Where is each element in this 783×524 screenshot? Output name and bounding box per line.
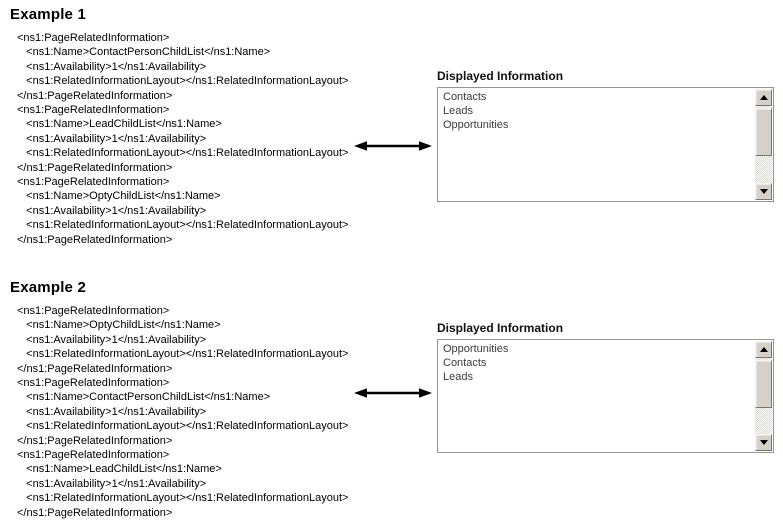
displayed-information-label: Displayed Information	[437, 69, 564, 83]
xml-line: <ns1:Availability>1</ns1:Availability>	[17, 405, 207, 418]
scroll-down-button[interactable]	[755, 434, 772, 451]
scroll-up-icon	[759, 95, 768, 100]
xml-line: <ns1:Availability>1</ns1:Availability>	[17, 333, 207, 346]
xml-line: <ns1:PageRelatedInformation>	[17, 449, 170, 462]
xml-line: <ns1:Availability>1</ns1:Availability>	[17, 204, 207, 217]
xml-line: <ns1:RelatedInformationLayout></ns1:Rela…	[17, 420, 349, 433]
example-1-title: Example 1	[10, 6, 87, 23]
xml-line: <ns1:Name>LeadChildList</ns1:Name>	[17, 118, 222, 131]
xml-line: <ns1:Name>OptyChildList</ns1:Name>	[17, 319, 221, 332]
xml-line: </ns1:PageRelatedInformation>	[17, 506, 173, 519]
xml-line: <ns1:Availability>1</ns1:Availability>	[17, 60, 207, 73]
xml-line: <ns1:Name>LeadChildList</ns1:Name>	[17, 463, 222, 476]
xml-code-block-1: <ns1:PageRelatedInformation> <ns1:Name>C…	[17, 31, 348, 247]
xml-line: </ns1:PageRelatedInformation>	[17, 434, 173, 447]
example-2-title: Example 2	[10, 279, 87, 296]
xml-line: <ns1:Name>OptyChildList</ns1:Name>	[17, 190, 221, 203]
xml-line: <ns1:PageRelatedInformation>	[17, 104, 170, 117]
scroll-up-button[interactable]	[755, 341, 772, 358]
xml-line: <ns1:Name>ContactPersonChildList</ns1:Na…	[17, 46, 271, 59]
scrollbar[interactable]	[755, 89, 772, 200]
xml-line: <ns1:Availability>1</ns1:Availability>	[17, 477, 207, 490]
xml-line: <ns1:RelatedInformationLayout></ns1:Rela…	[17, 75, 349, 88]
xml-line: <ns1:RelatedInformationLayout></ns1:Rela…	[17, 219, 349, 232]
xml-line: </ns1:PageRelatedInformation>	[17, 89, 173, 102]
scroll-thumb[interactable]	[755, 360, 772, 408]
list-item[interactable]: Contacts	[443, 357, 487, 370]
displayed-information-label: Displayed Information	[437, 321, 564, 335]
xml-line: <ns1:PageRelatedInformation>	[17, 176, 170, 189]
scroll-down-icon	[759, 440, 768, 445]
xml-line: </ns1:PageRelatedInformation>	[17, 233, 173, 246]
xml-line: </ns1:PageRelatedInformation>	[17, 362, 173, 375]
xml-line: <ns1:RelatedInformationLayout></ns1:Rela…	[17, 492, 349, 505]
xml-line: <ns1:RelatedInformationLayout></ns1:Rela…	[17, 147, 349, 160]
xml-line: <ns1:PageRelatedInformation>	[17, 377, 170, 390]
displayed-information-listbox[interactable]: Contacts Leads Opportunities	[437, 87, 774, 202]
list-item[interactable]: Opportunities	[443, 119, 509, 132]
list-item[interactable]: Leads	[443, 371, 473, 384]
xml-code-block-2: <ns1:PageRelatedInformation> <ns1:Name>O…	[17, 304, 348, 520]
xml-line: <ns1:Name>ContactPersonChildList</ns1:Na…	[17, 391, 271, 404]
scroll-down-button[interactable]	[755, 183, 772, 200]
scroll-up-icon	[759, 347, 768, 352]
scroll-thumb[interactable]	[755, 108, 772, 156]
list-item[interactable]: Contacts	[443, 91, 487, 103]
list-item[interactable]: Leads	[443, 105, 473, 118]
xml-line: <ns1:PageRelatedInformation>	[17, 32, 170, 44]
scrollbar[interactable]	[755, 341, 772, 451]
mapping-arrow-icon	[354, 388, 432, 398]
xml-line: <ns1:Availability>1</ns1:Availability>	[17, 132, 207, 145]
xml-line: </ns1:PageRelatedInformation>	[17, 161, 173, 174]
scroll-down-icon	[759, 189, 768, 194]
xml-line: <ns1:RelatedInformationLayout></ns1:Rela…	[17, 348, 349, 361]
displayed-information-listbox[interactable]: Opportunities Contacts Leads	[437, 339, 774, 453]
listbox-items: Opportunities Contacts Leads	[443, 342, 751, 385]
mapping-arrow-icon	[354, 141, 432, 151]
list-item[interactable]: Opportunities	[443, 343, 509, 355]
listbox-items: Contacts Leads Opportunities	[443, 90, 751, 133]
xml-line: <ns1:PageRelatedInformation>	[17, 305, 170, 317]
scroll-up-button[interactable]	[755, 89, 772, 106]
